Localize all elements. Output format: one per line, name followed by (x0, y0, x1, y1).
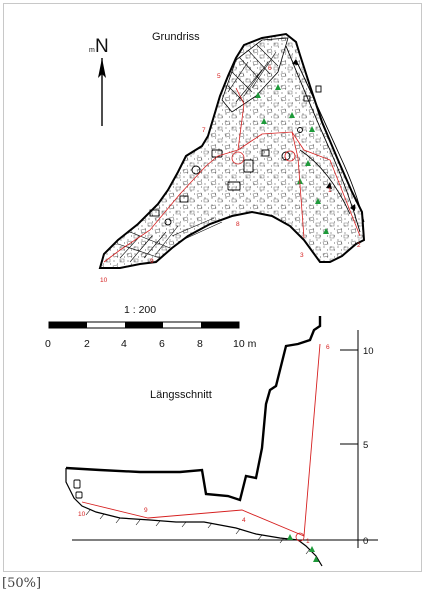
axis-tick-10: 10 (363, 346, 374, 357)
svg-text:4: 4 (242, 517, 246, 524)
axis-tick-5: 5 (363, 440, 368, 451)
svg-text:10: 10 (78, 511, 86, 518)
svg-text:10: 10 (100, 277, 108, 284)
svg-text:6: 6 (326, 344, 330, 351)
svg-text:6: 6 (268, 65, 272, 72)
section-title: Längsschnitt (150, 389, 212, 401)
svg-text:7: 7 (202, 127, 206, 134)
scale-tick-4: 4 (121, 338, 127, 350)
svg-text:2: 2 (357, 242, 361, 249)
scale-bar: 1 : 200 0 2 4 6 8 10 m (45, 304, 257, 350)
cave-plan: 5 7 8 9 10 3 2 1 6 (98, 32, 366, 284)
drawing-frame (3, 3, 422, 572)
north-prefix: m (89, 47, 95, 54)
svg-text:5: 5 (217, 73, 221, 80)
svg-text:3: 3 (300, 252, 304, 259)
plan-title: Grundriss (152, 31, 200, 43)
section-station-labels: 6 1 4 9 10 (78, 344, 330, 545)
plan-station-labels: 5 7 8 9 10 3 2 1 6 (100, 65, 361, 284)
svg-text:1: 1 (328, 187, 332, 194)
north-letter: N (95, 36, 109, 57)
svg-text:9: 9 (144, 507, 148, 514)
scale-tick-6: 6 (159, 338, 165, 350)
axis-tick-0: 0 (363, 536, 368, 547)
vegetation-icon (255, 84, 329, 234)
svg-text:9: 9 (150, 258, 154, 265)
scale-ratio: 1 : 200 (124, 304, 156, 316)
cave-survey-drawing: Grundriss m N (45, 31, 378, 567)
scale-end-label: 10 m (233, 338, 257, 350)
section-vegetation-icon (287, 534, 319, 562)
zoom-caption: [50%] (2, 576, 42, 591)
section-profile: 6 1 4 9 10 (65, 316, 330, 567)
scale-tick-0: 0 (45, 338, 51, 350)
scale-tick-8: 8 (197, 338, 203, 350)
svg-text:8: 8 (236, 221, 240, 228)
svg-text:1: 1 (306, 538, 310, 545)
scale-tick-2: 2 (84, 338, 90, 350)
section-axis: 10 5 0 (72, 330, 378, 548)
north-arrow: m N (89, 36, 109, 126)
